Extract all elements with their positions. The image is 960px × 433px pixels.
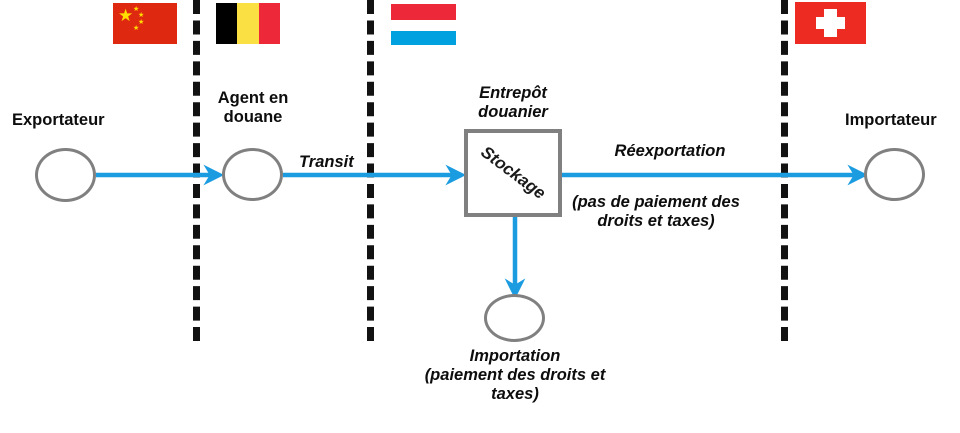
belgium-flag-band-black	[216, 3, 238, 44]
luxembourg-flag-band-blue	[391, 31, 456, 45]
node-importer[interactable]	[864, 148, 925, 201]
edge-label-reexportation: Réexportation	[614, 142, 726, 160]
china-flag-star-small-3: ★	[138, 18, 145, 26]
label-importation: Importation (paiement des droits et taxe…	[424, 347, 606, 404]
belgium-flag-icon	[216, 3, 280, 44]
china-flag-icon: ★ ★ ★ ★ ★	[113, 3, 177, 44]
edge-sublabel-reexportation-no-duties: (pas de paiement des droits et taxes)	[572, 193, 740, 231]
belgium-flag-band-yellow	[237, 3, 259, 44]
node-exporter[interactable]	[35, 148, 96, 202]
switzerland-flag-icon	[795, 2, 866, 44]
label-exporter: Exportateur	[12, 111, 105, 129]
luxembourg-flag-icon	[391, 3, 456, 45]
belgium-flag-band-red	[258, 3, 280, 44]
node-agent[interactable]	[222, 148, 283, 201]
china-flag-star-small-4: ★	[133, 24, 140, 32]
label-importer: Importateur	[845, 111, 937, 129]
label-customs-warehouse: Entrepôt douanier	[478, 84, 548, 122]
switzerland-flag-cross-horizontal	[816, 17, 845, 29]
border-line-china-belgium	[193, 0, 200, 341]
china-flag-star-small-1: ★	[133, 5, 140, 13]
node-customs-warehouse[interactable]: Stockage	[464, 129, 562, 217]
china-flag-star-small-2: ★	[138, 11, 145, 19]
luxembourg-flag-band-red	[391, 4, 456, 20]
border-line-belgium-luxembourg	[367, 0, 374, 341]
node-importation[interactable]	[484, 294, 545, 342]
china-flag-star-large: ★	[118, 6, 134, 26]
label-agent: Agent en douane	[217, 89, 289, 127]
node-customs-warehouse-inner-label: Stockage	[477, 142, 550, 203]
edge-label-transit: Transit	[299, 153, 354, 171]
border-line-luxembourg-switzerland	[781, 0, 788, 341]
